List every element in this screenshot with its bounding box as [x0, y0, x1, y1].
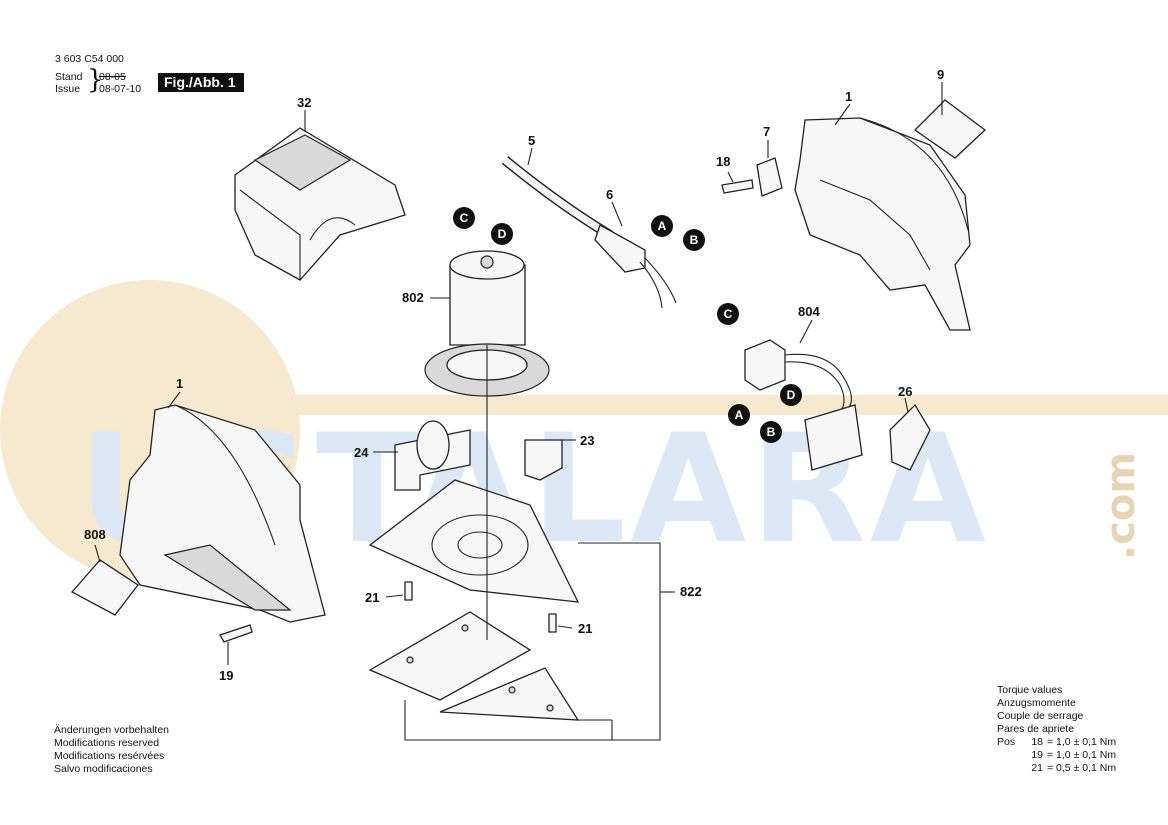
svg-text:C: C [724, 307, 733, 321]
date-new: 08-07-10 [99, 83, 142, 95]
svg-text:D: D [787, 388, 796, 402]
part-1-housing-right [794, 117, 971, 331]
svg-text:D: D [498, 227, 507, 241]
label-802: 802 [402, 290, 424, 305]
torque-value: = 1,0 ± 0,1 Nm [1047, 749, 1117, 761]
callout-b-cable: B [683, 229, 705, 251]
part-26-knob [889, 403, 931, 471]
torque-title-de: Anzugsmomente [997, 697, 1076, 709]
callout-a-switch: A [728, 404, 750, 426]
torque-row: 19 = 1,0 ± 0,1 Nm [997, 749, 1116, 762]
torque-pos: 18 [1031, 736, 1043, 748]
label-21-left: 21 [365, 590, 380, 605]
callout-d-motor: D [491, 223, 513, 245]
modification-notes: Änderungen vorbehalten Modifications res… [54, 724, 169, 776]
torque-value: = 1,0 ± 0,1 Nm [1047, 736, 1117, 748]
part-9-label [913, 99, 987, 159]
label-1-left: 1 [176, 376, 184, 391]
torque-title-es: Pares de apriete [997, 723, 1075, 735]
note-de: Änderungen vorbehalten [54, 724, 170, 736]
label-6: 6 [606, 187, 614, 202]
part-822-base-plate [368, 479, 580, 603]
torque-pos: 21 [1031, 762, 1043, 774]
callout-b-switch: B [760, 421, 782, 443]
torque-title-en: Torque values [997, 684, 1063, 696]
part-822-sanding-pads [368, 611, 580, 721]
svg-text:C: C [460, 211, 469, 225]
svg-text:A: A [658, 219, 667, 233]
part-7-18-clamp [721, 157, 783, 197]
label-9: 9 [937, 67, 945, 82]
label-7: 7 [763, 124, 771, 139]
callout-a-cable: A [651, 215, 673, 237]
part-number: 3 603 C54 000 [55, 53, 124, 65]
part-804-switch [744, 339, 863, 471]
issue-label: Issue [55, 83, 81, 95]
note-en: Modifications reserved [54, 737, 160, 749]
torque-row: 21 = 0,5 ± 0,1 Nm [997, 762, 1116, 775]
part-24-bracket [394, 420, 471, 491]
label-26: 26 [898, 384, 913, 399]
part-808-label [70, 559, 139, 616]
torque-pos: 19 [1031, 749, 1043, 761]
svg-text:B: B [690, 233, 699, 247]
callout-c-motor: C [453, 207, 475, 229]
part-1-housing-left [119, 404, 326, 623]
label-23: 23 [580, 433, 595, 448]
part-5-6-cable [501, 156, 677, 309]
label-19: 19 [219, 668, 234, 683]
part-32-dust-cover [234, 127, 406, 281]
svg-text:A: A [735, 408, 744, 422]
label-32: 32 [297, 95, 312, 110]
torque-title-fr: Couple de serrage [997, 710, 1084, 722]
part-21-screw-right [548, 613, 557, 633]
label-24: 24 [354, 445, 369, 460]
part-19-screw [219, 624, 253, 643]
label-808: 808 [84, 527, 106, 542]
stand-label: Stand [55, 71, 83, 83]
label-18-top: 18 [716, 154, 731, 169]
torque-value: = 0,5 ± 0,1 Nm [1047, 762, 1117, 774]
date-old: 08-05 [99, 71, 126, 83]
svg-text:B: B [767, 425, 776, 439]
label-21-right: 21 [578, 621, 593, 636]
torque-pos-label: Pos [997, 736, 1016, 748]
label-804: 804 [798, 304, 820, 319]
torque-row: Pos 18 = 1,0 ± 0,1 Nm [997, 736, 1116, 749]
part-23-bracket [524, 439, 563, 481]
torque-values: Torque values Anzugsmomente Couple de se… [997, 684, 1116, 775]
brace-icon: } [87, 65, 104, 95]
leader-lines [94, 82, 943, 741]
callout-d-switch: D [780, 384, 802, 406]
callout-c-switch: C [717, 303, 739, 325]
label-5: 5 [528, 133, 536, 148]
label-822: 822 [680, 584, 702, 599]
part-21-screw-left [404, 581, 413, 601]
note-es: Salvo modificaciones [54, 763, 153, 775]
label-1-top: 1 [845, 89, 853, 104]
note-fr: Modifications resérvées [54, 750, 165, 762]
figure-label: Fig./Abb. 1 [158, 73, 244, 92]
